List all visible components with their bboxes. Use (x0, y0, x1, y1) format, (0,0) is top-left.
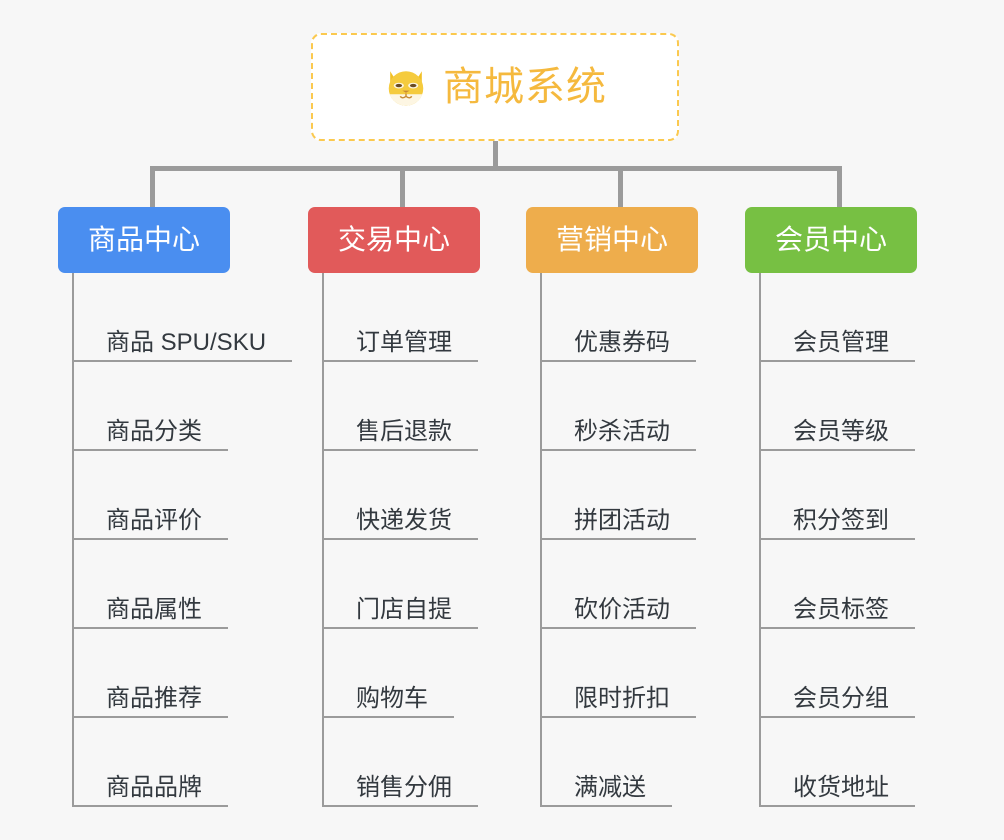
connector-drop-4 (837, 166, 842, 208)
dog-face-icon (388, 71, 424, 106)
leaf-label: 收货地址 (793, 773, 889, 801)
leaf-underline (542, 360, 696, 362)
leaf-underline (542, 449, 696, 451)
list-item[interactable]: 商品属性 (74, 540, 292, 629)
leaf-label: 售后退款 (356, 417, 452, 445)
leaf-label: 购物车 (356, 684, 428, 712)
branch-children-1: 商品 SPU/SKU 商品分类 商品评价 商品属性 商品推荐 商品品牌 (72, 273, 292, 807)
leaf-underline (74, 360, 292, 362)
list-item[interactable]: 购物车 (324, 629, 480, 718)
leaf-underline (74, 805, 228, 807)
leaf-label: 砍价活动 (574, 595, 670, 623)
leaf-underline (324, 716, 454, 718)
leaf-underline (542, 805, 672, 807)
list-item[interactable]: 订单管理 (324, 273, 480, 362)
leaf-underline (74, 716, 228, 718)
list-item[interactable]: 满减送 (542, 718, 698, 807)
leaf-underline (761, 627, 915, 629)
leaf-underline (74, 538, 228, 540)
leaf-label: 限时折扣 (574, 684, 670, 712)
leaf-label: 商品分类 (106, 417, 202, 445)
leaf-underline (761, 360, 915, 362)
leaf-label: 会员分组 (793, 684, 889, 712)
leaf-underline (761, 538, 915, 540)
list-item[interactable]: 商品推荐 (74, 629, 292, 718)
leaf-label: 快递发货 (356, 506, 452, 534)
leaf-underline (761, 805, 915, 807)
list-item[interactable]: 拼团活动 (542, 451, 698, 540)
branch-column-4: 会员中心 会员管理 会员等级 积分签到 会员标签 会员分组 收货地址 (745, 207, 918, 807)
leaf-underline (324, 805, 478, 807)
leaf-underline (542, 716, 696, 718)
leaf-label: 订单管理 (356, 328, 452, 356)
list-item[interactable]: 销售分佣 (324, 718, 480, 807)
list-item[interactable]: 门店自提 (324, 540, 480, 629)
leaf-label: 满减送 (574, 773, 646, 801)
leaf-label: 商品属性 (106, 595, 202, 623)
connector-drop-3 (618, 166, 623, 208)
list-item[interactable]: 收货地址 (761, 718, 917, 807)
leaf-underline (542, 627, 696, 629)
leaf-label: 商品品牌 (106, 773, 202, 801)
list-item[interactable]: 砍价活动 (542, 540, 698, 629)
list-item[interactable]: 会员标签 (761, 540, 917, 629)
list-item[interactable]: 售后退款 (324, 362, 480, 451)
leaf-label: 商品 SPU/SKU (106, 328, 267, 356)
leaf-underline (324, 538, 478, 540)
connector-horizontal-bus (150, 166, 842, 171)
branch-column-2: 交易中心 订单管理 售后退款 快递发货 门店自提 购物车 销售分佣 (308, 207, 481, 807)
list-item[interactable]: 限时折扣 (542, 629, 698, 718)
list-item[interactable]: 秒杀活动 (542, 362, 698, 451)
leaf-label: 商品评价 (106, 506, 202, 534)
leaf-underline (761, 716, 915, 718)
connector-root-stem (493, 141, 498, 169)
leaf-label: 拼团活动 (574, 506, 670, 534)
branch-column-1: 商品中心 商品 SPU/SKU 商品分类 商品评价 商品属性 商品推荐 商品品牌 (58, 207, 292, 807)
branch-column-3: 营销中心 优惠券码 秒杀活动 拼团活动 砍价活动 限时折扣 满减送 (526, 207, 699, 807)
root-node[interactable]: 商城系统 (311, 33, 679, 141)
leaf-underline (74, 627, 228, 629)
leaf-label: 会员管理 (793, 328, 889, 356)
list-item[interactable]: 商品分类 (74, 362, 292, 451)
leaf-underline (542, 538, 696, 540)
leaf-underline (324, 360, 478, 362)
branch-header-4[interactable]: 会员中心 (745, 207, 918, 273)
leaf-label: 销售分佣 (356, 773, 452, 801)
list-item[interactable]: 优惠券码 (542, 273, 698, 362)
list-item[interactable]: 商品品牌 (74, 718, 292, 807)
leaf-label: 会员标签 (793, 595, 889, 623)
leaf-underline (74, 449, 228, 451)
branch-header-1[interactable]: 商品中心 (58, 207, 231, 273)
branch-header-2[interactable]: 交易中心 (308, 207, 481, 273)
branch-children-2: 订单管理 售后退款 快递发货 门店自提 购物车 销售分佣 (322, 273, 480, 807)
connector-drop-2 (400, 166, 405, 208)
list-item[interactable]: 会员等级 (761, 362, 917, 451)
leaf-label: 秒杀活动 (574, 417, 670, 445)
list-item[interactable]: 积分签到 (761, 451, 917, 540)
list-item[interactable]: 会员管理 (761, 273, 917, 362)
list-item[interactable]: 快递发货 (324, 451, 480, 540)
leaf-label: 商品推荐 (106, 684, 202, 712)
branch-children-4: 会员管理 会员等级 积分签到 会员标签 会员分组 收货地址 (759, 273, 917, 807)
root-title: 商城系统 (443, 65, 607, 109)
leaf-label: 会员等级 (793, 417, 889, 445)
leaf-underline (324, 449, 478, 451)
leaf-label: 优惠券码 (574, 328, 670, 356)
list-item[interactable]: 商品 SPU/SKU (74, 273, 292, 362)
leaf-label: 积分签到 (793, 506, 889, 534)
leaf-underline (324, 627, 478, 629)
list-item[interactable]: 会员分组 (761, 629, 917, 718)
branch-header-3[interactable]: 营销中心 (526, 207, 699, 273)
leaf-label: 门店自提 (356, 595, 452, 623)
list-item[interactable]: 商品评价 (74, 451, 292, 540)
branch-children-3: 优惠券码 秒杀活动 拼团活动 砍价活动 限时折扣 满减送 (540, 273, 698, 807)
leaf-underline (761, 449, 915, 451)
connector-drop-1 (150, 166, 155, 208)
